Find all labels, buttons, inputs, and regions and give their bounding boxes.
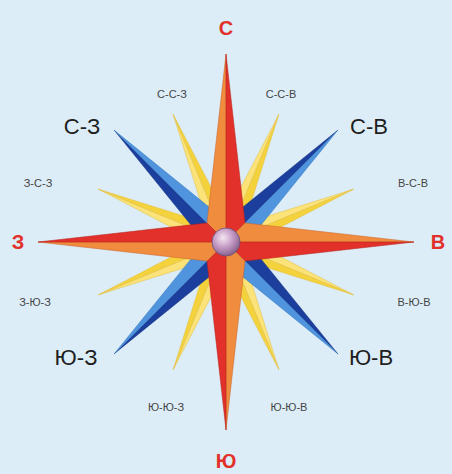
secondary-label: З-С-З	[24, 178, 53, 189]
secondary-label: Ю-Ю-З	[148, 402, 184, 413]
intercardinal-label: С-В	[350, 116, 388, 138]
intercardinal-label: Ю-В	[349, 347, 393, 369]
secondary-label: В-Ю-В	[397, 297, 430, 308]
cardinal-label: Ю	[216, 451, 237, 471]
secondary-label: В-С-В	[398, 178, 428, 189]
secondary-label: С-С-В	[266, 89, 297, 100]
cardinal-label: С	[219, 18, 233, 38]
intercardinal-label: С-З	[64, 116, 101, 138]
secondary-label: С-С-З	[157, 89, 187, 100]
cardinal-label: З	[12, 232, 25, 252]
intercardinal-label: Ю-З	[55, 347, 98, 369]
secondary-label: З-Ю-З	[19, 297, 51, 308]
rose-rays	[38, 54, 414, 430]
cardinal-label: В	[431, 232, 445, 252]
secondary-label: Ю-Ю-В	[271, 402, 308, 413]
